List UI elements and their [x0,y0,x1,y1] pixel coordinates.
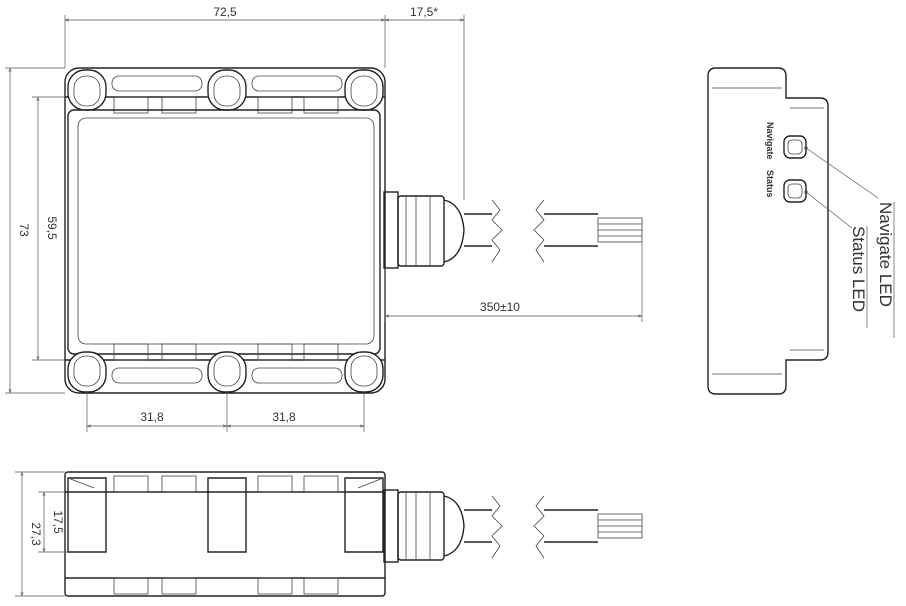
side-view: 27,3 17,5 [15,471,643,597]
cable-gland-top [383,191,643,269]
dim-hole-spacing-right: 31,8 [272,410,296,424]
top-view: 72,5 17,5* 73 59,5 31,8 31,8 350±10 [5,5,643,432]
callout-navigate-led: Navigate LED [876,202,895,307]
panel-label-status: Status [765,170,775,198]
panel-label-navigate: Navigate [765,122,775,160]
dimension-width: 72,5 17,5* [64,5,465,200]
bottom-ribs [113,343,339,361]
dim-hole-spacing-left: 31,8 [140,410,164,424]
dim-width-gland: 17,5* [410,5,438,19]
dim-height-total: 73 [17,223,31,237]
dimension-hole-spacing: 31,8 31,8 [86,392,365,432]
navigate-led-indicator [783,135,807,159]
dimension-cable-length: 350±10 [384,242,643,322]
mounting-ears-top [67,69,384,111]
dim-cable-length: 350±10 [480,300,520,314]
status-led-indicator [783,179,807,203]
top-ribs [113,96,339,114]
end-view: Navigate Status Navigate LED Status LED [707,67,895,395]
dim-width-main: 72,5 [213,5,237,19]
mounting-ears-bottom [67,351,384,393]
dim-height-side-body: 17,5 [51,510,65,534]
callout-status-led: Status LED [849,226,868,312]
dim-height-inner: 59,5 [45,216,59,240]
dim-height-side-total: 27,3 [29,522,43,546]
dimension-height: 73 59,5 [5,67,65,394]
